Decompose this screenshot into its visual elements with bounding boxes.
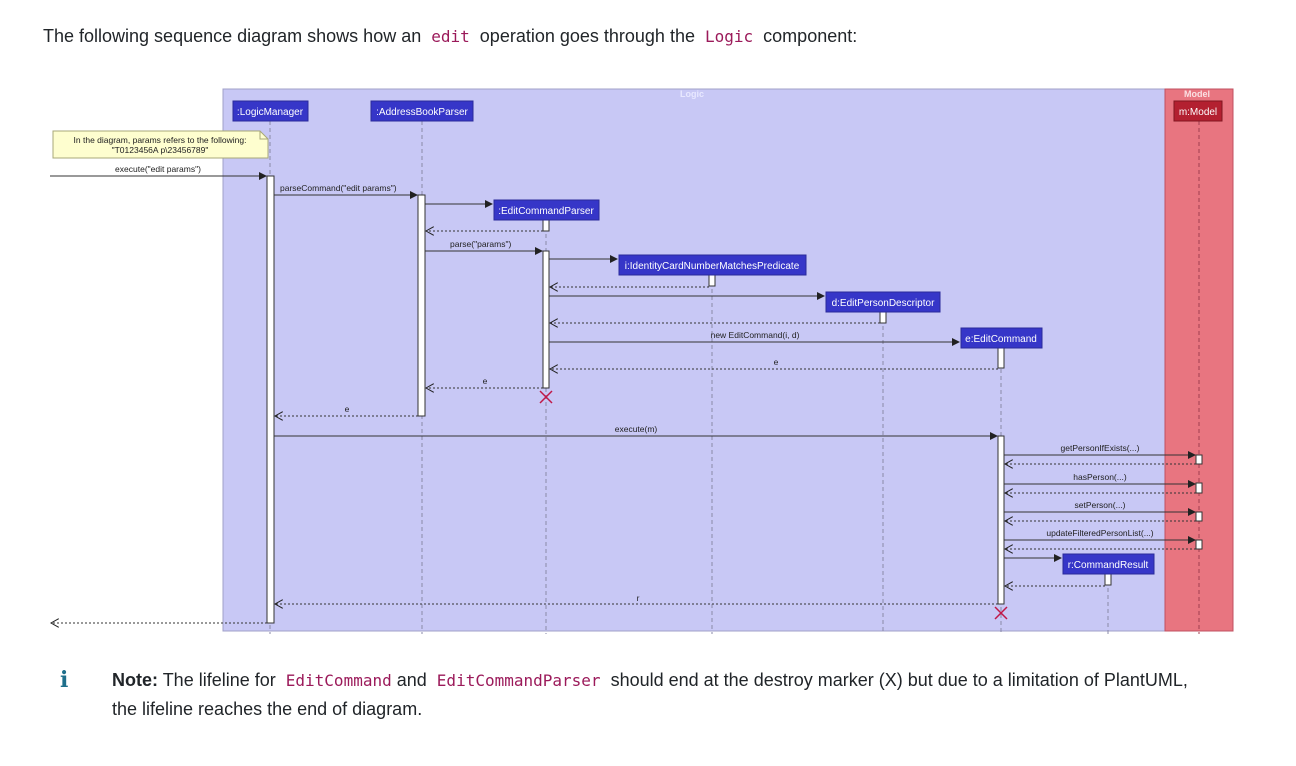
activation-predicate [708,274,716,287]
diagram-note-line2: "T0123456A p\23456789" [112,145,209,155]
note-code-edit-command-parser: EditCommandParser [436,671,601,690]
activation-edit-command-parser-2 [542,250,550,389]
msg-update-list-label: updateFilteredPersonList(...) [1046,528,1153,538]
info-icon: i [60,667,69,693]
participant-edit-command-label: e:EditCommand [965,334,1037,345]
activation-model-4 [1195,539,1203,550]
participant-edit-command [960,327,1043,349]
note-text1: The lifeline for [162,670,276,690]
participant-model-label: m:Model [1179,107,1217,118]
participant-model [1173,100,1223,122]
msg-execute-m-label: execute(m) [615,424,658,434]
diagram-note-line1: In the diagram, params refers to the fol… [74,135,247,145]
msg-return-e3-label: e [345,404,350,414]
activation-edit-command-parser-1 [542,219,550,232]
msg-return-e1-label: e [774,357,779,367]
destroy-marker-edit-command [994,606,1008,620]
participant-command-result-label: r:CommandResult [1068,560,1149,571]
note-and: and [396,670,427,690]
participant-logic-manager-label: :LogicManager [237,107,304,118]
participant-address-book-parser-label: :AddressBookParser [376,107,468,118]
activation-edit-command-1 [997,347,1005,369]
logic-box [222,88,1166,632]
participant-predicate [618,254,807,276]
model-box-label: Model [1184,89,1210,99]
intro-code-logic: Logic [704,27,754,46]
msg-execute-label: execute("edit params") [115,164,201,174]
activation-model-3 [1195,511,1203,522]
msg-new-edit-command-label: new EditCommand(i, d) [711,330,800,340]
participant-descriptor-label: d:EditPersonDescriptor [832,298,935,309]
intro-middle: operation goes through the [479,26,695,46]
msg-has-person-label: hasPerson(...) [1073,472,1127,482]
diagram-note [52,130,269,159]
participant-predicate-label: i:IdentityCardNumberMatchesPredicate [625,261,800,272]
msg-get-person-label: getPersonIfExists(...) [1061,443,1140,453]
intro-prefix: The following sequence diagram shows how… [43,26,422,46]
activation-model-1 [1195,454,1203,465]
participant-edit-command-parser [493,199,600,221]
msg-return-r-label: r [637,593,640,603]
participant-command-result [1062,553,1155,575]
note-text2: should end at the destroy marker (X) but… [112,670,1188,719]
intro-paragraph: The following sequence diagram shows how… [43,22,857,51]
participant-edit-command-parser-label: :EditCommandParser [498,206,594,217]
activation-address-book-parser [417,194,426,417]
participant-descriptor [825,291,941,313]
logic-box-label: Logic [680,89,704,99]
msg-return-e2-label: e [483,376,488,386]
activation-model-2 [1195,482,1203,494]
intro-suffix: component: [763,26,858,46]
msg-set-person-label: setPerson(...) [1074,500,1125,510]
msg-parse-command-label: parseCommand("edit params") [280,183,397,193]
participant-address-book-parser [370,100,474,122]
msg-parse-label: parse("params") [450,239,511,249]
intro-code-edit: edit [431,27,470,46]
activation-descriptor [879,311,887,324]
note-code-edit-command: EditCommand [285,671,392,690]
participant-logic-manager [232,100,309,122]
activation-logic-manager [266,175,275,624]
note-label: Note: [112,670,158,690]
activation-edit-command-2 [997,435,1005,605]
destroy-marker-parser [539,390,553,404]
activation-command-result [1104,573,1112,586]
